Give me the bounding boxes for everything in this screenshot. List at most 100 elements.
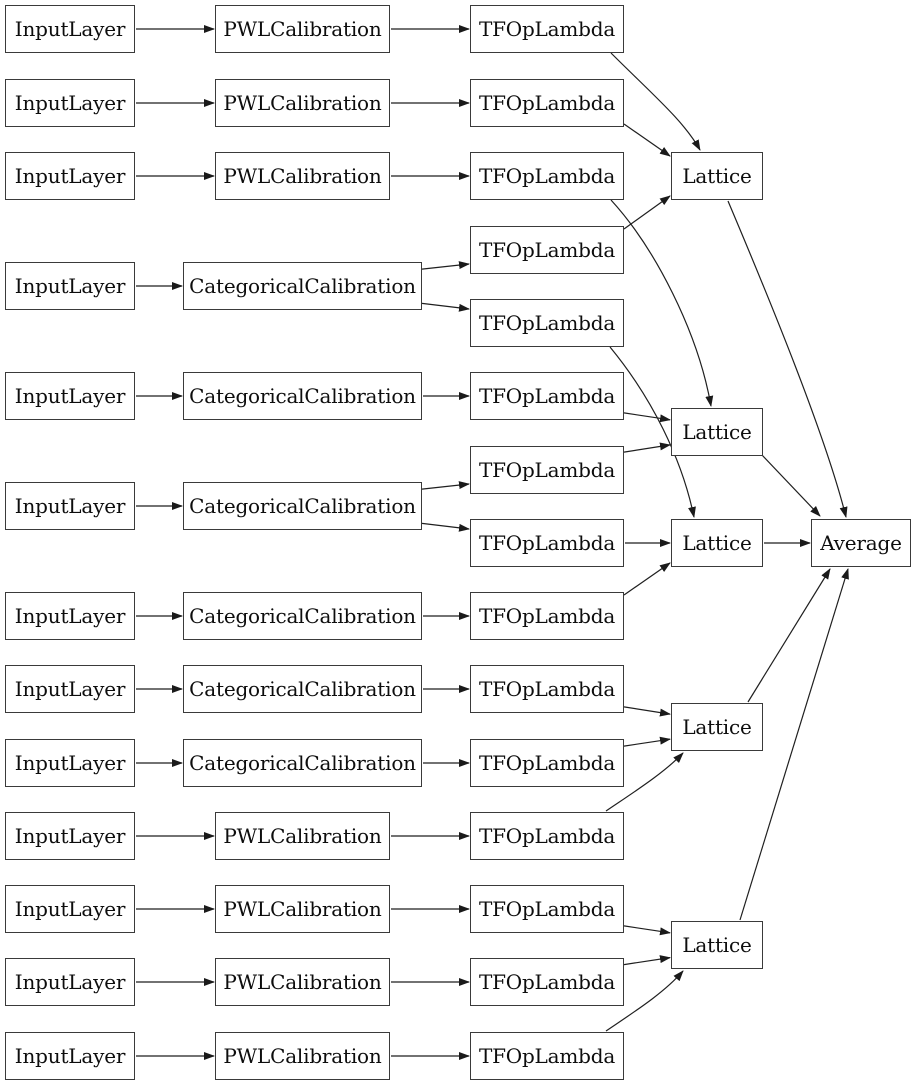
- node-label: TFOpLambda: [478, 531, 616, 555]
- edge-tf12-lat4: [605, 752, 684, 812]
- node-label: InputLayer: [14, 751, 126, 775]
- edge-tf3-lat2: [610, 199, 714, 407]
- node-label: Lattice: [682, 531, 752, 555]
- node-label: InputLayer: [14, 17, 126, 41]
- node-categoricalcalibration-cat1: CategoricalCalibration: [183, 262, 422, 310]
- node-label: TFOpLambda: [478, 751, 616, 775]
- node-label: TFOpLambda: [478, 384, 616, 408]
- node-pwlcalibration-pwl7: PWLCalibration: [215, 1032, 390, 1080]
- node-inputlayer-in1: InputLayer: [5, 5, 135, 53]
- node-label: TFOpLambda: [478, 1044, 616, 1068]
- node-lattice-lat5: Lattice: [671, 921, 763, 969]
- node-label: CategoricalCalibration: [189, 751, 416, 775]
- node-pwlcalibration-pwl3: PWLCalibration: [215, 152, 390, 200]
- node-label: Average: [820, 531, 902, 555]
- node-label: PWLCalibration: [223, 1044, 382, 1068]
- node-pwlcalibration-pwl1: PWLCalibration: [215, 5, 390, 53]
- node-label: InputLayer: [14, 494, 126, 518]
- node-label: InputLayer: [14, 91, 126, 115]
- edge-cat1-tf4: [421, 261, 470, 270]
- node-label: PWLCalibration: [223, 164, 382, 188]
- node-tfoplambda-tf11: TFOpLambda: [470, 739, 624, 787]
- node-label: TFOpLambda: [478, 91, 616, 115]
- edge-tf15-lat5: [605, 970, 684, 1032]
- node-pwlcalibration-pwl4: PWLCalibration: [215, 812, 390, 860]
- node-average-avg: Average: [811, 519, 911, 567]
- node-lattice-lat2: Lattice: [671, 408, 763, 456]
- node-inputlayer-in13: InputLayer: [5, 1032, 135, 1080]
- edge-cat3-tf7: [421, 481, 470, 490]
- node-label: TFOpLambda: [478, 311, 616, 335]
- edge-tf4-lat1: [623, 195, 671, 230]
- node-label: PWLCalibration: [223, 970, 382, 994]
- node-label: CategoricalCalibration: [189, 677, 416, 701]
- node-tfoplambda-tf9: TFOpLambda: [470, 592, 624, 640]
- node-lattice-lat3: Lattice: [671, 519, 763, 567]
- edge-tf11-lat4: [623, 736, 671, 747]
- node-label: PWLCalibration: [223, 91, 382, 115]
- node-categoricalcalibration-cat3: CategoricalCalibration: [183, 482, 422, 530]
- node-label: TFOpLambda: [478, 604, 616, 628]
- node-tfoplambda-tf13: TFOpLambda: [470, 885, 624, 933]
- node-categoricalcalibration-cat5: CategoricalCalibration: [183, 665, 422, 713]
- node-label: InputLayer: [14, 274, 126, 298]
- edge-cat1-tf5: [421, 302, 470, 312]
- edge-tf9-lat3: [623, 562, 671, 596]
- node-label: PWLCalibration: [223, 897, 382, 921]
- node-inputlayer-in6: InputLayer: [5, 482, 135, 530]
- node-label: InputLayer: [14, 824, 126, 848]
- node-tfoplambda-tf12: TFOpLambda: [470, 812, 624, 860]
- node-tfoplambda-tf2: TFOpLambda: [470, 79, 624, 127]
- node-tfoplambda-tf7: TFOpLambda: [470, 446, 624, 494]
- edge-tf2-lat1: [623, 123, 671, 157]
- node-inputlayer-in8: InputLayer: [5, 665, 135, 713]
- node-label: CategoricalCalibration: [189, 274, 416, 298]
- node-inputlayer-in12: InputLayer: [5, 958, 135, 1006]
- node-label: CategoricalCalibration: [189, 604, 416, 628]
- node-label: Lattice: [682, 420, 752, 444]
- node-label: PWLCalibration: [223, 17, 382, 41]
- node-label: TFOpLambda: [478, 238, 616, 262]
- node-label: TFOpLambda: [478, 677, 616, 701]
- edge-tf7-lat2: [623, 442, 671, 453]
- node-inputlayer-in3: InputLayer: [5, 152, 135, 200]
- node-label: InputLayer: [14, 897, 126, 921]
- node-label: InputLayer: [14, 677, 126, 701]
- node-tfoplambda-tf14: TFOpLambda: [470, 958, 624, 1006]
- node-lattice-lat1: Lattice: [671, 152, 763, 200]
- node-inputlayer-in7: InputLayer: [5, 592, 135, 640]
- node-lattice-lat4: Lattice: [671, 703, 763, 751]
- node-inputlayer-in10: InputLayer: [5, 812, 135, 860]
- node-label: TFOpLambda: [478, 970, 616, 994]
- edge-lat2-avg: [761, 454, 821, 517]
- node-categoricalcalibration-cat4: CategoricalCalibration: [183, 592, 422, 640]
- node-label: TFOpLambda: [478, 17, 616, 41]
- node-tfoplambda-tf4: TFOpLambda: [470, 226, 624, 274]
- node-tfoplambda-tf6: TFOpLambda: [470, 372, 624, 420]
- node-label: TFOpLambda: [478, 458, 616, 482]
- node-pwlcalibration-pwl5: PWLCalibration: [215, 885, 390, 933]
- node-label: Lattice: [682, 715, 752, 739]
- node-label: TFOpLambda: [478, 824, 616, 848]
- node-inputlayer-in11: InputLayer: [5, 885, 135, 933]
- node-label: CategoricalCalibration: [189, 494, 416, 518]
- edge-tf14-lat5: [623, 955, 671, 966]
- node-label: InputLayer: [14, 970, 126, 994]
- node-label: TFOpLambda: [478, 897, 616, 921]
- node-tfoplambda-tf5: TFOpLambda: [470, 299, 624, 347]
- node-label: CategoricalCalibration: [189, 384, 416, 408]
- node-label: InputLayer: [14, 384, 126, 408]
- node-label: PWLCalibration: [223, 824, 382, 848]
- node-categoricalcalibration-cat6: CategoricalCalibration: [183, 739, 422, 787]
- node-inputlayer-in4: InputLayer: [5, 262, 135, 310]
- node-label: TFOpLambda: [478, 164, 616, 188]
- edge-lat5-avg: [739, 568, 849, 921]
- node-tfoplambda-tf3: TFOpLambda: [470, 152, 624, 200]
- node-label: Lattice: [682, 933, 752, 957]
- node-label: Lattice: [682, 164, 752, 188]
- edge-tf1-lat1: [610, 52, 701, 151]
- node-tfoplambda-tf15: TFOpLambda: [470, 1032, 624, 1080]
- node-pwlcalibration-pwl6: PWLCalibration: [215, 958, 390, 1006]
